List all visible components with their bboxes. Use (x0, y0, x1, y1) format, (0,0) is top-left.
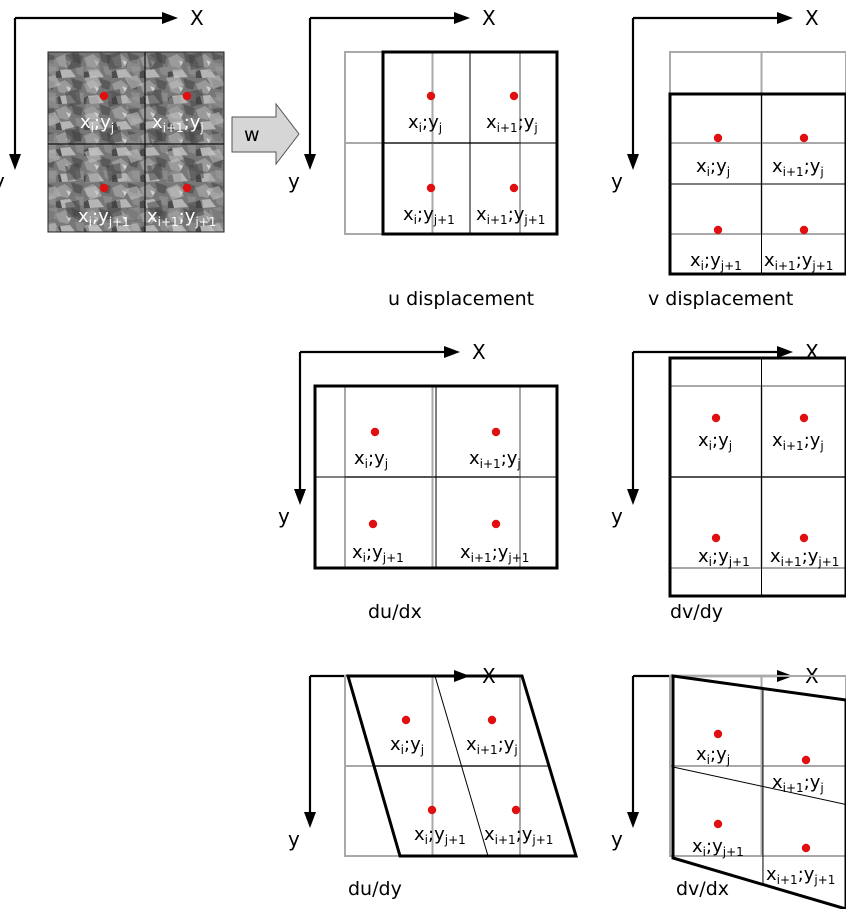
measurement-point (713, 819, 723, 829)
panel-dvdy: xi;yj xi+1;yj xi;yj+1 xi+1;yj+1 (668, 356, 846, 598)
y-axis-label: y (0, 169, 5, 193)
caption-dudy: du/dy (348, 878, 402, 900)
caption-dvdx: dv/dx (676, 878, 729, 900)
measurement-point (799, 533, 809, 543)
measurement-point (491, 519, 501, 529)
cell-label-br: xi+1;yj+1 (460, 542, 529, 565)
y-axis-label: y (611, 504, 623, 528)
measurement-point (799, 133, 809, 143)
measurement-point (368, 519, 378, 529)
cell-label-tl: xi;yj (390, 734, 424, 757)
y-axis-label: y (611, 169, 623, 193)
cell-label-bl: xi;yj+1 (692, 836, 744, 859)
y-axis-label: y (288, 827, 300, 851)
measurement-point (711, 413, 721, 423)
measurement-point (99, 183, 109, 193)
x-axis-label: X (190, 6, 204, 30)
cell-label-br: xi+1;yj+1 (770, 546, 839, 569)
caption-u-displacement: u displacement (388, 288, 534, 310)
x-axis-label: X (805, 340, 819, 364)
y-axis-label: y (611, 827, 623, 851)
x-axis-label: X (805, 6, 819, 30)
measurement-point (509, 183, 519, 193)
y-axis-label: y (278, 504, 290, 528)
panel-v-displacement: xi;yj xi+1;yj xi;yj+1 xi+1;yj+1 (668, 51, 846, 276)
measurement-point (426, 91, 436, 101)
measurement-point (370, 427, 380, 437)
measurement-point (182, 91, 192, 101)
cell-label-tr: xi+1;yj (772, 156, 824, 179)
measurement-point (401, 715, 411, 725)
cell-label-bl: xi;yj+1 (352, 542, 404, 565)
cell-label-bl: xi;yj+1 (403, 204, 455, 227)
x-axis-label: X (482, 6, 496, 30)
cell-label-tl: xi;yj (698, 430, 732, 453)
cell-label-tl: xi;yj (354, 448, 388, 471)
y-axis-label: y (288, 169, 300, 193)
cell-label-br: xi+1;yj+1 (766, 864, 835, 887)
caption-dudx: du/dx (368, 601, 422, 623)
cell-label-br: xi+1;yj+1 (484, 824, 553, 847)
axes-dvdy: Xy (611, 340, 819, 528)
cell-label-bl: xi;yj+1 (78, 206, 130, 229)
measurement-point (713, 133, 723, 143)
axes-dudx: Xy (278, 340, 486, 528)
cell-label-tr: xi+1;yj (152, 112, 204, 135)
panels-layer: Xyxi;yjxi+1;yjxi;yj+1xi+1;yj+1Xyxi;yjxi+… (0, 6, 846, 909)
axes-v-displacement: Xy (611, 6, 819, 193)
panel-dvdx: xi;yj xi+1;yj xi;yj+1 xi+1;yj+1 (669, 674, 846, 909)
cell-label-tr: xi+1;yj (772, 430, 824, 453)
measurement-point (511, 805, 521, 815)
measurement-point (801, 755, 811, 765)
measurement-point (182, 183, 192, 193)
measurement-point (801, 843, 811, 853)
cell-label-tr: xi+1;yj (772, 772, 824, 795)
panel-source (47, 51, 225, 233)
measurement-point (427, 805, 437, 815)
deformation-arrow: w (231, 102, 300, 166)
cell-label-tl: xi;yj (80, 112, 114, 135)
measurement-point (799, 413, 809, 423)
measurement-point (99, 91, 109, 101)
axes-source: Xy (0, 6, 204, 193)
panel-u-displacement: xi;yj xi+1;yj xi;yj+1 xi+1;yj+1 (344, 50, 559, 236)
cell-label-bl: xi;yj+1 (698, 546, 750, 569)
cell-label-tr: xi+1;yj (486, 112, 538, 135)
x-axis-label: X (472, 340, 486, 364)
measurement-point (491, 427, 501, 437)
cell-label-tl: xi;yj (408, 112, 442, 135)
source-cell-labels: xi;yj xi+1;yj xi;yj+1 xi+1;yj+1 (78, 91, 216, 229)
measurement-point (487, 715, 497, 725)
measurement-point (509, 91, 519, 101)
cell-label-tr: xi+1;yj (466, 734, 518, 757)
cell-label-bl: xi;yj+1 (414, 824, 466, 847)
panel-dudy: xi;yj xi+1;yj xi;yj+1 xi+1;yj+1 (344, 674, 579, 858)
measurement-point (713, 225, 723, 235)
cell-label-br: xi+1;yj+1 (764, 250, 833, 273)
caption-dvdy: dv/dy (670, 601, 723, 623)
panel-dudx: xi;yj xi+1;yj xi;yj+1 xi+1;yj+1 (313, 384, 559, 570)
cell-label-br: xi+1;yj+1 (476, 204, 545, 227)
caption-v-displacement: v displacement (648, 288, 793, 310)
cell-label-tl: xi;yj (696, 744, 730, 767)
measurement-point (713, 729, 723, 739)
axes-u-displacement: Xy (288, 6, 496, 193)
cell-label-br: xi+1;yj+1 (147, 206, 216, 229)
deformation-arrow-label: w (244, 124, 260, 146)
cell-label-tr: xi+1;yj (469, 448, 521, 471)
measurement-point (711, 533, 721, 543)
measurement-point (426, 183, 436, 193)
cell-label-tl: xi;yj (696, 156, 730, 179)
cell-label-bl: xi;yj+1 (690, 250, 742, 273)
measurement-point (799, 225, 809, 235)
